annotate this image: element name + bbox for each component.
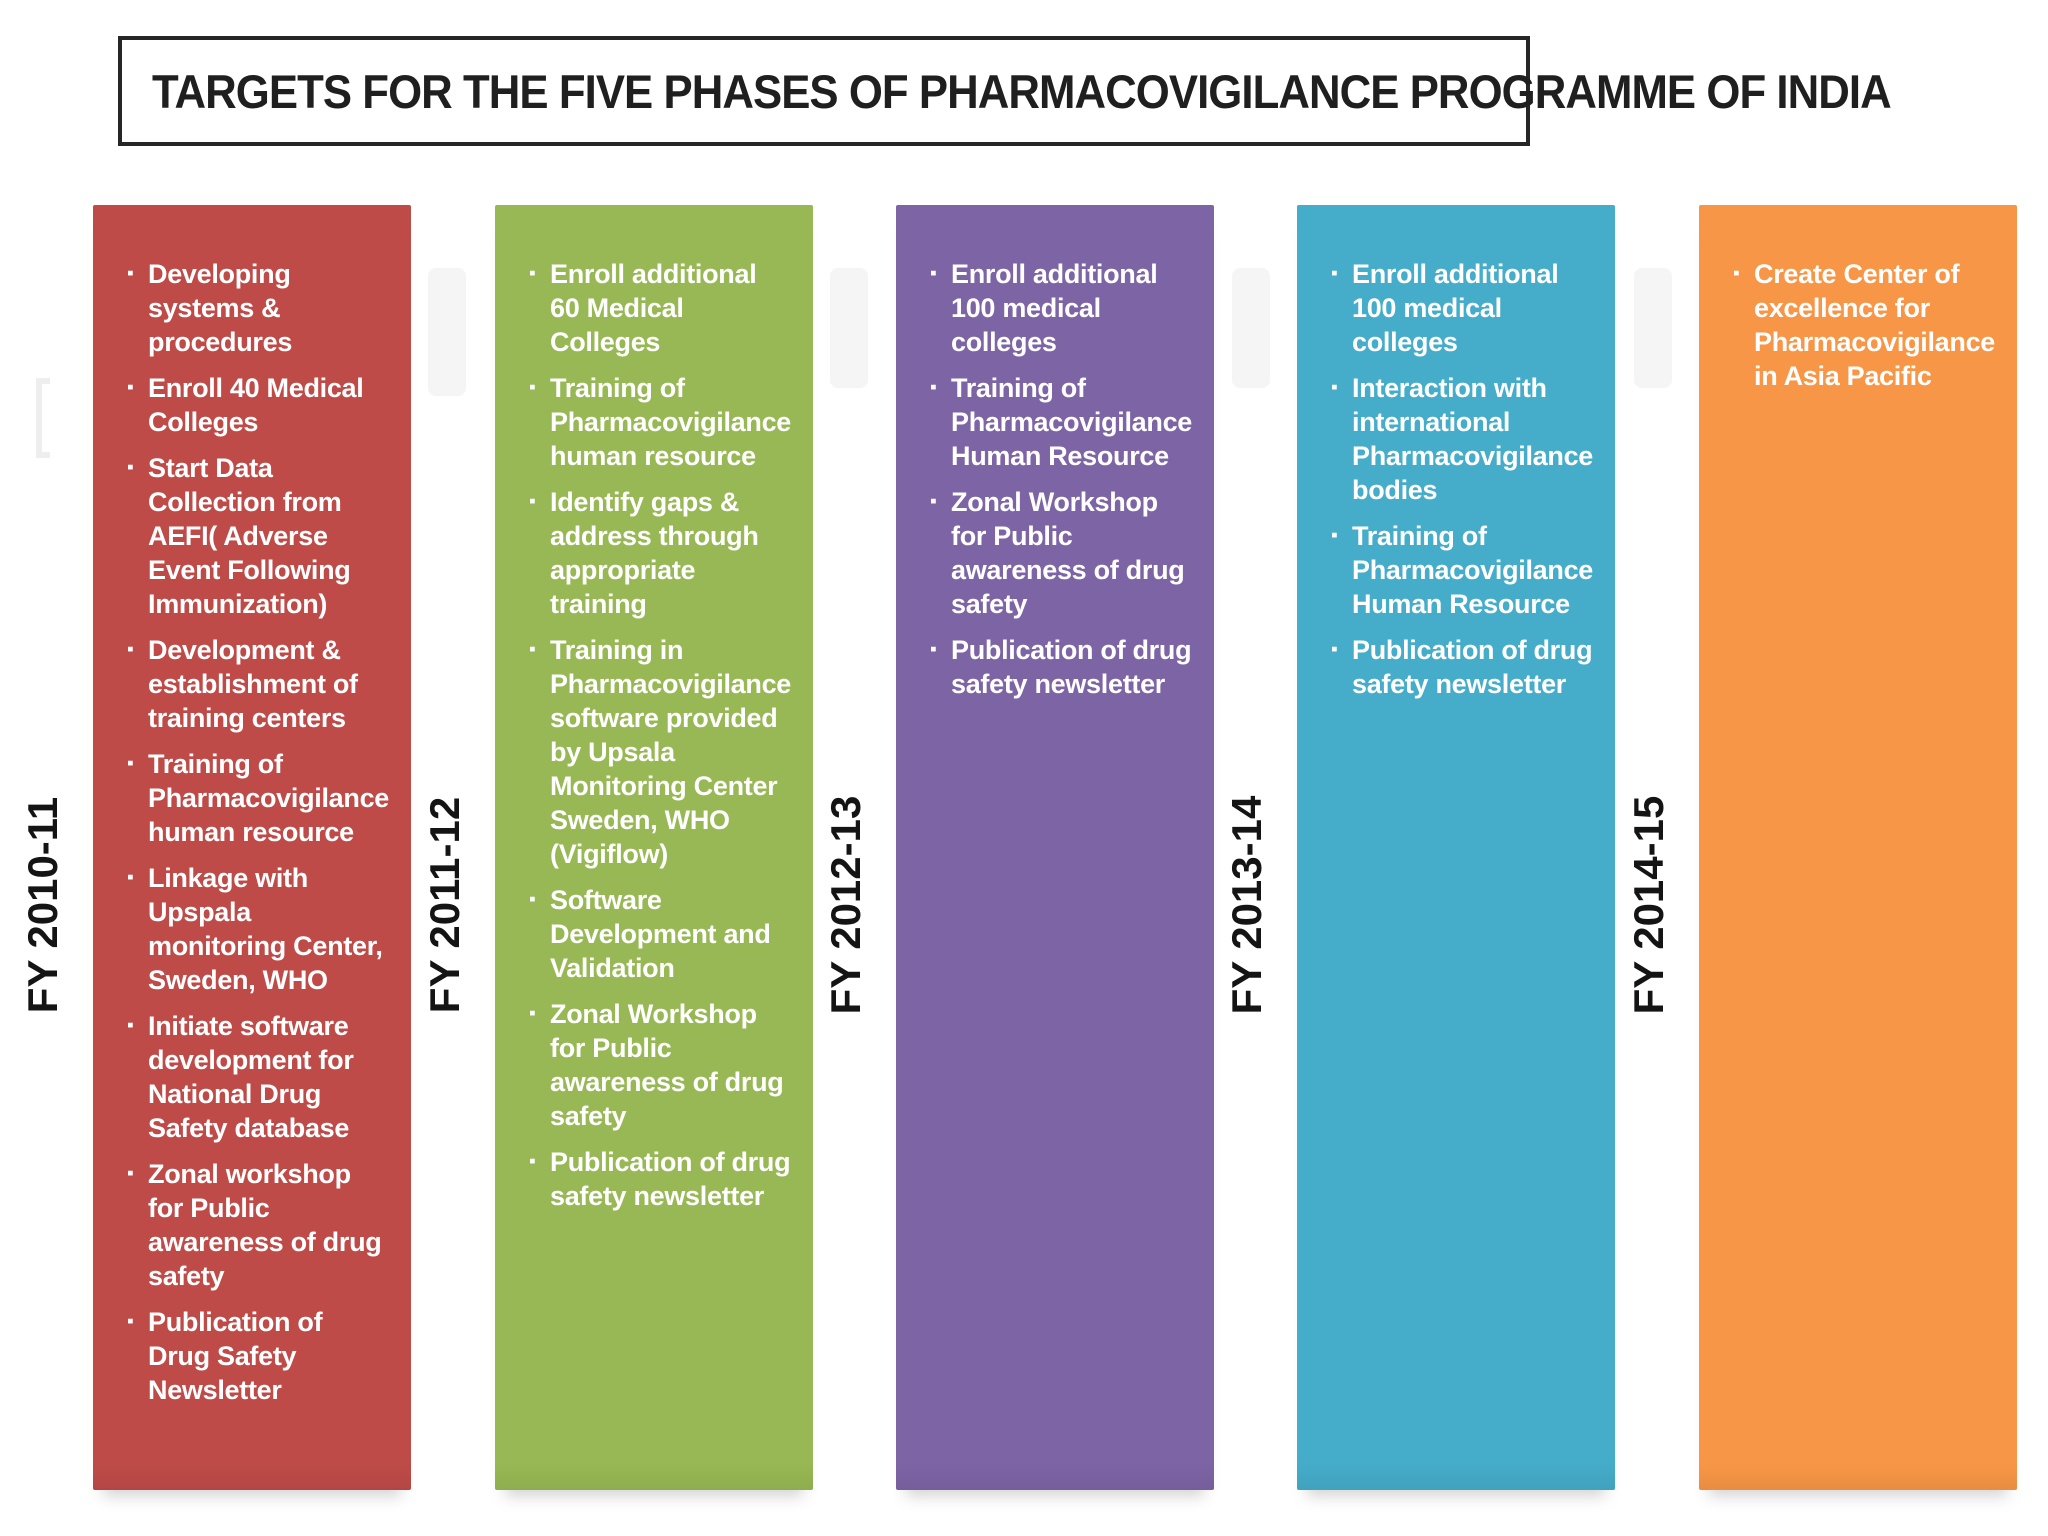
bullet-item: Publication of Drug Safety Newsletter: [127, 1305, 391, 1407]
title-box: TARGETS FOR THE FIVE PHASES OF PHARMACOV…: [118, 36, 1892, 146]
bullet-item: Enroll additional 100 medical colleges: [1331, 257, 1595, 359]
slide-title: TARGETS FOR THE FIVE PHASES OF PHARMACOV…: [152, 64, 1892, 118]
fy-label-2011-12: FY 2011-12: [421, 796, 468, 1014]
bullet-item: Software Development and Validation: [529, 883, 793, 985]
bullet-item: Training of Pharmacovigilance Human Reso…: [930, 371, 1194, 473]
bullet-item: Enroll additional 100 medical colleges: [930, 257, 1194, 359]
bullet-item: Identify gaps & address through appropri…: [529, 485, 793, 621]
ghost-artifact: [36, 378, 50, 458]
bullet-item: Zonal Workshop for Public awareness of d…: [529, 997, 793, 1133]
phase-column-2012-13: Enroll additional 100 medical collegesTr…: [896, 205, 1214, 1490]
bullet-item: Development & establishment of training …: [127, 633, 391, 735]
phase-column-2011-12: Enroll additional 60 Medical CollegesTra…: [495, 205, 813, 1490]
bullet-list: Create Center of excellence for Pharmaco…: [1733, 257, 1997, 393]
bullet-item: Training of Pharmacovigilance human reso…: [529, 371, 793, 473]
bullet-item: Training in Pharmacovigilance software p…: [529, 633, 793, 871]
fy-label-2014-15: FY 2014-15: [1625, 795, 1672, 1015]
bullet-item: Interaction with international Pharmacov…: [1331, 371, 1595, 507]
fy-label-2012-13: FY 2012-13: [822, 795, 869, 1015]
phase-column-2013-14: Enroll additional 100 medical collegesIn…: [1297, 205, 1615, 1490]
bullet-item: Training of Pharmacovigilance human reso…: [127, 747, 391, 849]
ghost-artifact: [1634, 268, 1672, 388]
ghost-artifact: [830, 268, 868, 388]
ghost-artifact: [428, 268, 466, 396]
bullet-item: Training of Pharmacovigilance Human Reso…: [1331, 519, 1595, 621]
bullet-item: Create Center of excellence for Pharmaco…: [1733, 257, 1997, 393]
bullet-list: Enroll additional 100 medical collegesIn…: [1331, 257, 1595, 701]
bullet-item: Publication of drug safety newsletter: [529, 1145, 793, 1213]
bullet-item: Developing systems & procedures: [127, 257, 391, 359]
bullet-list: Developing systems & proceduresEnroll 40…: [127, 257, 391, 1407]
bullet-item: Initiate software development for Nation…: [127, 1009, 391, 1145]
bullet-item: Enroll additional 60 Medical Colleges: [529, 257, 793, 359]
fy-label-2010-11: FY 2010-11: [19, 796, 66, 1014]
bullet-item: Zonal workshop for Public awareness of d…: [127, 1157, 391, 1293]
bullet-item: Zonal Workshop for Public awareness of d…: [930, 485, 1194, 621]
fy-label-2013-14: FY 2013-14: [1223, 795, 1270, 1015]
bullet-item: Publication of drug safety newsletter: [930, 633, 1194, 701]
bullet-list: Enroll additional 60 Medical CollegesTra…: [529, 257, 793, 1213]
phase-column-2014-15: Create Center of excellence for Pharmaco…: [1699, 205, 2017, 1490]
bullet-item: Publication of drug safety newsletter: [1331, 633, 1595, 701]
phase-column-2010-11: Developing systems & proceduresEnroll 40…: [93, 205, 411, 1490]
bullet-item: Enroll 40 Medical Colleges: [127, 371, 391, 439]
bullet-item: Start Data Collection from AEFI( Adverse…: [127, 451, 391, 621]
bullet-list: Enroll additional 100 medical collegesTr…: [930, 257, 1194, 701]
bullet-item: Linkage with Upspala monitoring Center, …: [127, 861, 391, 997]
ghost-artifact: [1232, 268, 1270, 388]
